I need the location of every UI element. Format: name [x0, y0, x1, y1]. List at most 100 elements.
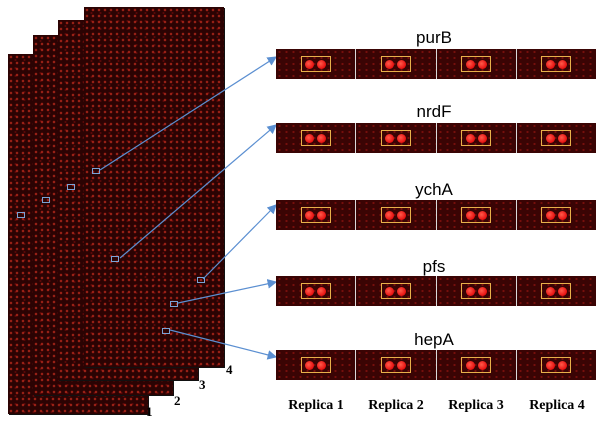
spot	[557, 59, 567, 69]
spot	[545, 286, 555, 296]
replica-cell	[436, 350, 516, 380]
sheet-number-2: 2	[174, 393, 181, 408]
replica-cell	[516, 350, 596, 380]
spot-box	[300, 357, 331, 373]
spot	[465, 59, 475, 69]
spot	[305, 133, 315, 143]
gene-label-purb: purB	[416, 28, 452, 47]
spot-box	[380, 283, 411, 299]
replica-label-1: Replica 1	[288, 398, 344, 413]
spot	[557, 286, 567, 296]
strip-purb	[276, 49, 596, 79]
strip-nrdf	[276, 123, 596, 153]
spot	[397, 133, 407, 143]
marker-ycha	[197, 277, 205, 283]
marker-sheet1	[17, 212, 25, 218]
spot-box	[461, 207, 492, 223]
replica-cell	[276, 276, 356, 306]
replica-cell	[436, 276, 516, 306]
spot	[477, 133, 487, 143]
spot	[465, 210, 475, 220]
spot	[465, 360, 475, 370]
sheet-number-3: 3	[199, 377, 206, 392]
spot	[477, 286, 487, 296]
spot	[557, 210, 567, 220]
spot	[385, 360, 395, 370]
spot	[317, 210, 327, 220]
spot-box	[541, 357, 572, 373]
spot	[385, 210, 395, 220]
spot-box	[541, 56, 572, 72]
replica-cell	[436, 49, 516, 79]
replica-cell	[356, 123, 436, 153]
gene-label-ycha: ychA	[415, 180, 453, 199]
spot	[385, 59, 395, 69]
marker-pfs	[170, 301, 178, 307]
spot	[545, 133, 555, 143]
replica-cell	[356, 49, 436, 79]
spot-box	[300, 207, 331, 223]
replica-cell	[276, 200, 356, 230]
spot	[545, 59, 555, 69]
replica-cell	[516, 123, 596, 153]
spot-box	[541, 130, 572, 146]
spot-box	[541, 207, 572, 223]
replica-cell	[356, 276, 436, 306]
spot	[385, 286, 395, 296]
gene-label-nrdf: nrdF	[416, 102, 452, 121]
spot	[465, 286, 475, 296]
replica-cell	[276, 350, 356, 380]
replica-cell	[436, 123, 516, 153]
spot-box	[300, 56, 331, 72]
spot	[317, 133, 327, 143]
spot	[397, 210, 407, 220]
spot	[545, 360, 555, 370]
spot	[397, 286, 407, 296]
spot-box	[461, 130, 492, 146]
spot-box	[380, 357, 411, 373]
sheet-number-1: 1	[146, 404, 153, 419]
spot	[557, 133, 567, 143]
spot	[305, 286, 315, 296]
marker-purb	[92, 168, 100, 174]
spot-box	[461, 357, 492, 373]
sheet-number-4: 4	[226, 362, 233, 377]
replica-cell	[516, 49, 596, 79]
marker-sheet3	[67, 184, 75, 190]
replica-cell	[276, 49, 356, 79]
gene-label-hepa: hepA	[414, 330, 454, 349]
replica-cell	[436, 200, 516, 230]
spot	[465, 133, 475, 143]
spot	[477, 59, 487, 69]
replica-cell	[516, 276, 596, 306]
array-sheet-4	[84, 7, 224, 367]
replica-label-3: Replica 3	[448, 398, 504, 413]
spot	[305, 210, 315, 220]
spot	[317, 360, 327, 370]
marker-sheet2	[42, 197, 50, 203]
spot	[317, 286, 327, 296]
spot	[477, 210, 487, 220]
replica-cell	[356, 200, 436, 230]
replica-cell	[516, 200, 596, 230]
spot	[557, 360, 567, 370]
spot	[397, 360, 407, 370]
spot	[397, 59, 407, 69]
gene-label-pfs: pfs	[422, 257, 446, 276]
replica-cell	[356, 350, 436, 380]
spot-box	[380, 56, 411, 72]
spot	[385, 133, 395, 143]
marker-hepa	[162, 328, 170, 334]
spot-box	[380, 130, 411, 146]
spot-box	[380, 207, 411, 223]
replica-label-2: Replica 2	[368, 398, 424, 413]
spot-box	[300, 283, 331, 299]
spot	[305, 59, 315, 69]
strip-hepa	[276, 350, 596, 380]
strip-ycha	[276, 200, 596, 230]
replica-cell	[276, 123, 356, 153]
replica-label-4: Replica 4	[529, 398, 585, 413]
spot	[477, 360, 487, 370]
spot-box	[461, 283, 492, 299]
marker-nrdf	[111, 256, 119, 262]
